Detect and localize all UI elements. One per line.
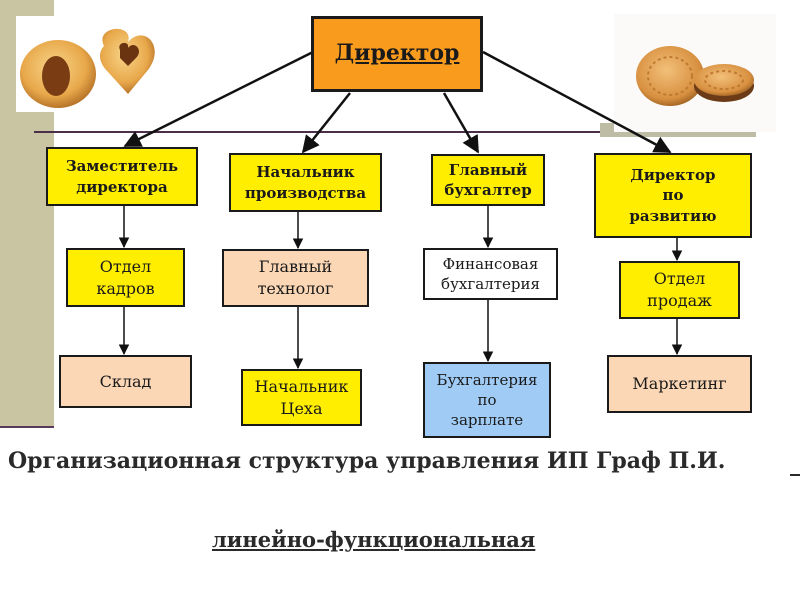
- hr-department-node: Отдел кадров: [66, 248, 185, 307]
- chief-technologist-node: Главный технолог: [222, 249, 369, 307]
- chief-accountant-node: Главный бухгалтер: [431, 154, 545, 206]
- warehouse-node: Склад: [59, 355, 192, 408]
- diagram-caption: Организационная структура управления ИП …: [8, 448, 726, 474]
- director-label: Директор: [334, 40, 460, 67]
- chief-technologist-label: Главный технолог: [257, 257, 334, 298]
- marketing-label: Маркетинг: [632, 374, 727, 394]
- sales-department-node: Отдел продаж: [619, 261, 740, 319]
- financial-accounting-node: Финансовая бухгалтерия: [423, 248, 558, 300]
- deputy-director-node: Заместитель директора: [46, 147, 198, 206]
- caption-trailing-underline: [790, 474, 800, 476]
- sales-department-label: Отдел продаж: [647, 269, 712, 310]
- left-band-divider: [0, 426, 54, 428]
- production-head-label: Начальник производства: [244, 163, 367, 202]
- header-rule: [34, 131, 600, 133]
- shop-head-label: Начальник Цеха: [254, 376, 349, 418]
- hr-department-label: Отдел кадров: [96, 256, 155, 298]
- structure-type-label: линейно-функциональная: [212, 527, 536, 552]
- cookies-photo-left: [16, 16, 164, 112]
- development-director-node: Директор по развитию: [594, 153, 752, 238]
- marketing-node: Маркетинг: [607, 355, 752, 413]
- shop-head-node: Начальник Цеха: [241, 369, 362, 426]
- financial-accounting-label: Финансовая бухгалтерия: [441, 254, 540, 293]
- warehouse-label: Склад: [99, 371, 152, 391]
- chief-accountant-label: Главный бухгалтер: [444, 160, 532, 199]
- director-node: Директор: [311, 16, 483, 92]
- deputy-director-label: Заместитель директора: [65, 157, 179, 196]
- production-head-node: Начальник производства: [229, 153, 382, 212]
- payroll-accounting-node: Бухгалтерия по зарплате: [423, 362, 551, 438]
- cookies-photo-right: [614, 14, 776, 132]
- development-director-label: Директор по развитию: [629, 166, 717, 225]
- payroll-accounting-label: Бухгалтерия по зарплате: [436, 370, 538, 430]
